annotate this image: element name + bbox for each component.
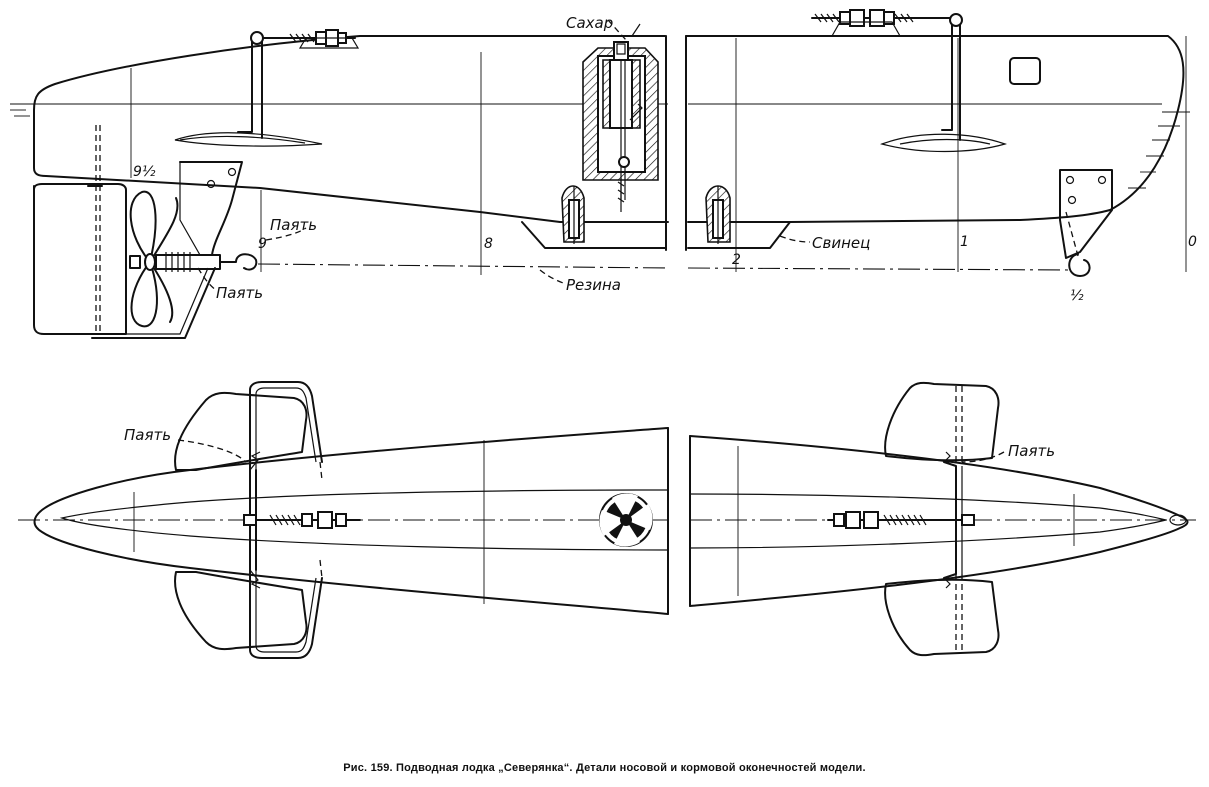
bow-plane-side xyxy=(880,133,1008,153)
station-9-half: 9½ xyxy=(133,164,156,180)
hatch-window xyxy=(1009,57,1041,85)
station-half: ½ xyxy=(1070,288,1084,304)
bow-plane-bottom xyxy=(884,578,1000,657)
label-solder-stern-lower: Паять xyxy=(216,284,263,302)
fan-symbol xyxy=(599,493,653,547)
sugar-valve-section xyxy=(561,23,659,244)
station-9: 9 xyxy=(258,236,267,252)
label-lead: Свинец xyxy=(812,234,870,252)
labels: Сахар Паять Паять Свинец Резина Паять Па… xyxy=(124,14,1197,460)
rudder xyxy=(33,183,127,335)
label-solder-stern-top: Паять xyxy=(270,216,317,234)
stern-plane-top xyxy=(174,391,308,471)
station-2: 2 xyxy=(732,252,741,268)
stern-side-view xyxy=(10,29,669,339)
lead-keel-bow xyxy=(687,221,791,249)
label-rubber: Резина xyxy=(566,276,621,294)
label-solder-plan-stern: Паять xyxy=(124,426,171,444)
leader-lines xyxy=(177,19,1005,463)
bow-linkage-rod xyxy=(941,21,961,141)
figure-caption: Рис. 159. Подводная лодка „Северянка“. Д… xyxy=(343,762,866,774)
station-1: 1 xyxy=(960,234,969,250)
bow-plan-view xyxy=(689,381,1196,657)
propeller xyxy=(129,190,179,328)
rubber-hook-bow xyxy=(1068,253,1091,277)
bow-bracket xyxy=(1059,169,1113,259)
stern-linkage-rod xyxy=(237,39,263,139)
stern-plane-side xyxy=(174,132,323,147)
shaft-bracket xyxy=(179,161,243,256)
lead-keel-stern xyxy=(521,221,667,249)
stern-plane-bottom xyxy=(174,571,308,651)
bow-side-view xyxy=(685,9,1190,277)
label-sugar: Сахар xyxy=(566,14,613,32)
rubber-hook-stern xyxy=(219,253,258,271)
stern-plan-view xyxy=(18,381,669,659)
station-0: 0 xyxy=(1188,234,1197,250)
station-8: 8 xyxy=(484,236,493,252)
bow-plane-top xyxy=(884,381,1000,462)
label-solder-plan-bow: Паять xyxy=(1008,442,1055,460)
stern-plan-outline xyxy=(33,427,669,615)
bow-hull-outline xyxy=(685,35,1185,223)
